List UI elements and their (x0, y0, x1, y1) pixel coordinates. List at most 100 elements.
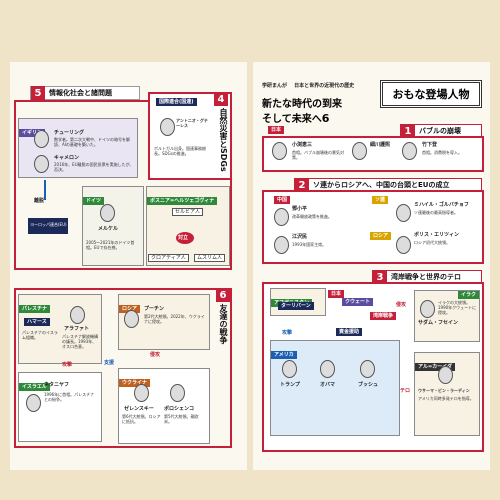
war-label: 湾岸戦争 (370, 312, 397, 320)
person-name: チューリング (54, 130, 85, 136)
section-number: 5 (31, 86, 45, 100)
soviet-label: ソ連 (372, 196, 389, 204)
country-label: ボスニア=ヘルツェゴヴィナ (147, 197, 218, 205)
series-header: 学研まんが 日本と世界の近現代の歴史 新たな時代の到来 そして未来へ 6 (262, 72, 372, 125)
person-desc: 首相。バブル崩壊後の景気対策。 (292, 150, 344, 160)
attack-label: 攻撃 (282, 330, 293, 336)
portrait-zelensky (134, 384, 149, 402)
invade-label: 侵攻 (396, 302, 407, 308)
person-name: アラファト (64, 326, 90, 332)
person-name: トランプ (280, 382, 300, 388)
portrait-obama (320, 360, 335, 378)
person-name: 竹下登 (422, 142, 438, 148)
alqaeda-group: アル=カーイダ (414, 352, 480, 436)
portrait-netanyahu (26, 394, 41, 412)
series-name: 日本と世界の近現代の歴史 (294, 83, 355, 89)
croat-label: クロアティア人 (148, 254, 189, 262)
person-name: ウサーマ・ビン・ラーディン (418, 388, 470, 393)
section-number: 6 (216, 288, 230, 302)
section-number: 4 (214, 92, 228, 106)
eu-box (28, 218, 68, 234)
characters-title: おもな登場人物 (392, 88, 470, 101)
hamas-desc: パレスチナのイスラム組織。 (22, 330, 58, 340)
portrait-jiang (274, 236, 289, 254)
support-label: 支援 (104, 360, 115, 366)
portrait-hosokawa (352, 142, 367, 160)
person-desc: 1993年国家主席。 (292, 242, 327, 247)
person-desc: 1996年に首相。パレスチナとの紛争。 (44, 392, 95, 402)
germany-group: ドイツ (82, 186, 144, 266)
conflict-badge (176, 232, 194, 244)
leave-label: 離脱 (34, 198, 45, 204)
person-name: ブッシュ (358, 382, 379, 388)
person-name: ネタニヤフ (44, 382, 70, 388)
section-title: 情報化社会と諸問題 (49, 89, 112, 97)
person-desc: アメリカ同時多発テロを指導。 (418, 396, 474, 401)
russia-label: ロシア (370, 232, 392, 240)
section-title: バブルの崩壊 (419, 127, 461, 135)
leave-arrow (44, 180, 46, 200)
section-1-header: 1 バブルの崩壊 (400, 124, 482, 138)
portrait-takeshita (402, 142, 417, 160)
kuwait-label: クウェート (342, 298, 374, 306)
country-label: パレスチナ (19, 305, 51, 313)
portrait-turing (34, 130, 49, 148)
country-label: イギリス (19, 129, 46, 137)
serb-label: セルビア人 (172, 208, 204, 216)
section-title: 湾岸戦争と世界のテロ (391, 273, 461, 281)
person-desc: 2005～2021年のドイツ首相。EUで存在感。 (86, 240, 135, 250)
portrait-bin-laden (438, 366, 453, 384)
section-number: 1 (401, 124, 415, 138)
hamas-label: ハマース (24, 318, 50, 326)
title-line2: そして未来へ (262, 114, 322, 125)
person-desc: イラクの大統領。1990年クウェートに侵攻。 (438, 300, 477, 315)
portrait-bush (360, 360, 375, 378)
person-name: ゼレンスキー (124, 406, 154, 412)
section-5-frame (14, 100, 232, 270)
person-name: 細川護煕 (370, 142, 391, 148)
muslim-label: ムスリム人 (194, 254, 226, 262)
section-title: 友達の戦争 (219, 304, 228, 344)
portrait-saddam (420, 300, 435, 318)
attack-label: 攻撃 (62, 362, 73, 368)
portrait-arafat (70, 306, 85, 324)
person-desc: ポルトガル出身。国連事務総長。SDGsの推進。 (154, 146, 206, 156)
person-name: 江沢民 (292, 234, 308, 240)
eu-label: ヨーロッパ連合(EU) (30, 222, 67, 227)
country-label: イラク (457, 291, 479, 299)
conflict-label: 対立 (178, 235, 189, 241)
portrait-putin (124, 310, 139, 328)
person-name: サダム・フセイン (418, 320, 459, 326)
person-name: キャメロン (54, 155, 80, 161)
terror-label: テロ (400, 388, 411, 394)
section-1-frame (262, 136, 484, 172)
bosnia-group: ボスニア=ヘルツェゴヴィナ (146, 186, 230, 266)
aid-label: 資金援助 (336, 328, 363, 336)
person-desc: 改革開放政策を推進。 (292, 214, 332, 219)
portrait-guterres (160, 118, 175, 136)
person-desc: 首相。消費税を導入。 (422, 150, 462, 155)
person-desc: ロシア初代大統領。 (414, 240, 450, 245)
country-label: 日本 (268, 126, 285, 134)
portrait-gorbachev (396, 204, 411, 222)
group-label: アル=カーイダ (415, 363, 455, 371)
person-name: 小渕恵三 (292, 142, 313, 148)
china-label: 中国 (274, 196, 291, 204)
person-name: オバマ (320, 382, 336, 388)
person-desc: 数学者。第二次大戦中、ドイツの暗号を解読、AIの基礎を築いた。 (54, 137, 130, 147)
ukraine-group: ウクライナ (118, 368, 210, 444)
person-desc: ソ連最後の最高指導者。 (414, 210, 458, 215)
section-4-frame (148, 92, 232, 180)
country-label: ドイツ (83, 197, 105, 205)
palestine-group: パレスチナ (18, 294, 102, 364)
volume-number: 6 (321, 112, 330, 125)
person-name: ボリス・エリツィン (414, 232, 460, 238)
japan-label: 日本 (328, 290, 345, 298)
un-label: 国際連合(国連) (156, 98, 197, 106)
person-desc: 第5代大統領。親欧米。 (164, 414, 199, 424)
person-name: ミハイル・ゴルバチョフ (414, 202, 469, 208)
title-line1: 新たな時代の到来 (262, 99, 342, 110)
country-label: イスラエル (19, 383, 50, 391)
portrait-obuchi (272, 142, 287, 160)
person-desc: 第6代大統領。ロシアに抵抗。 (122, 414, 161, 424)
